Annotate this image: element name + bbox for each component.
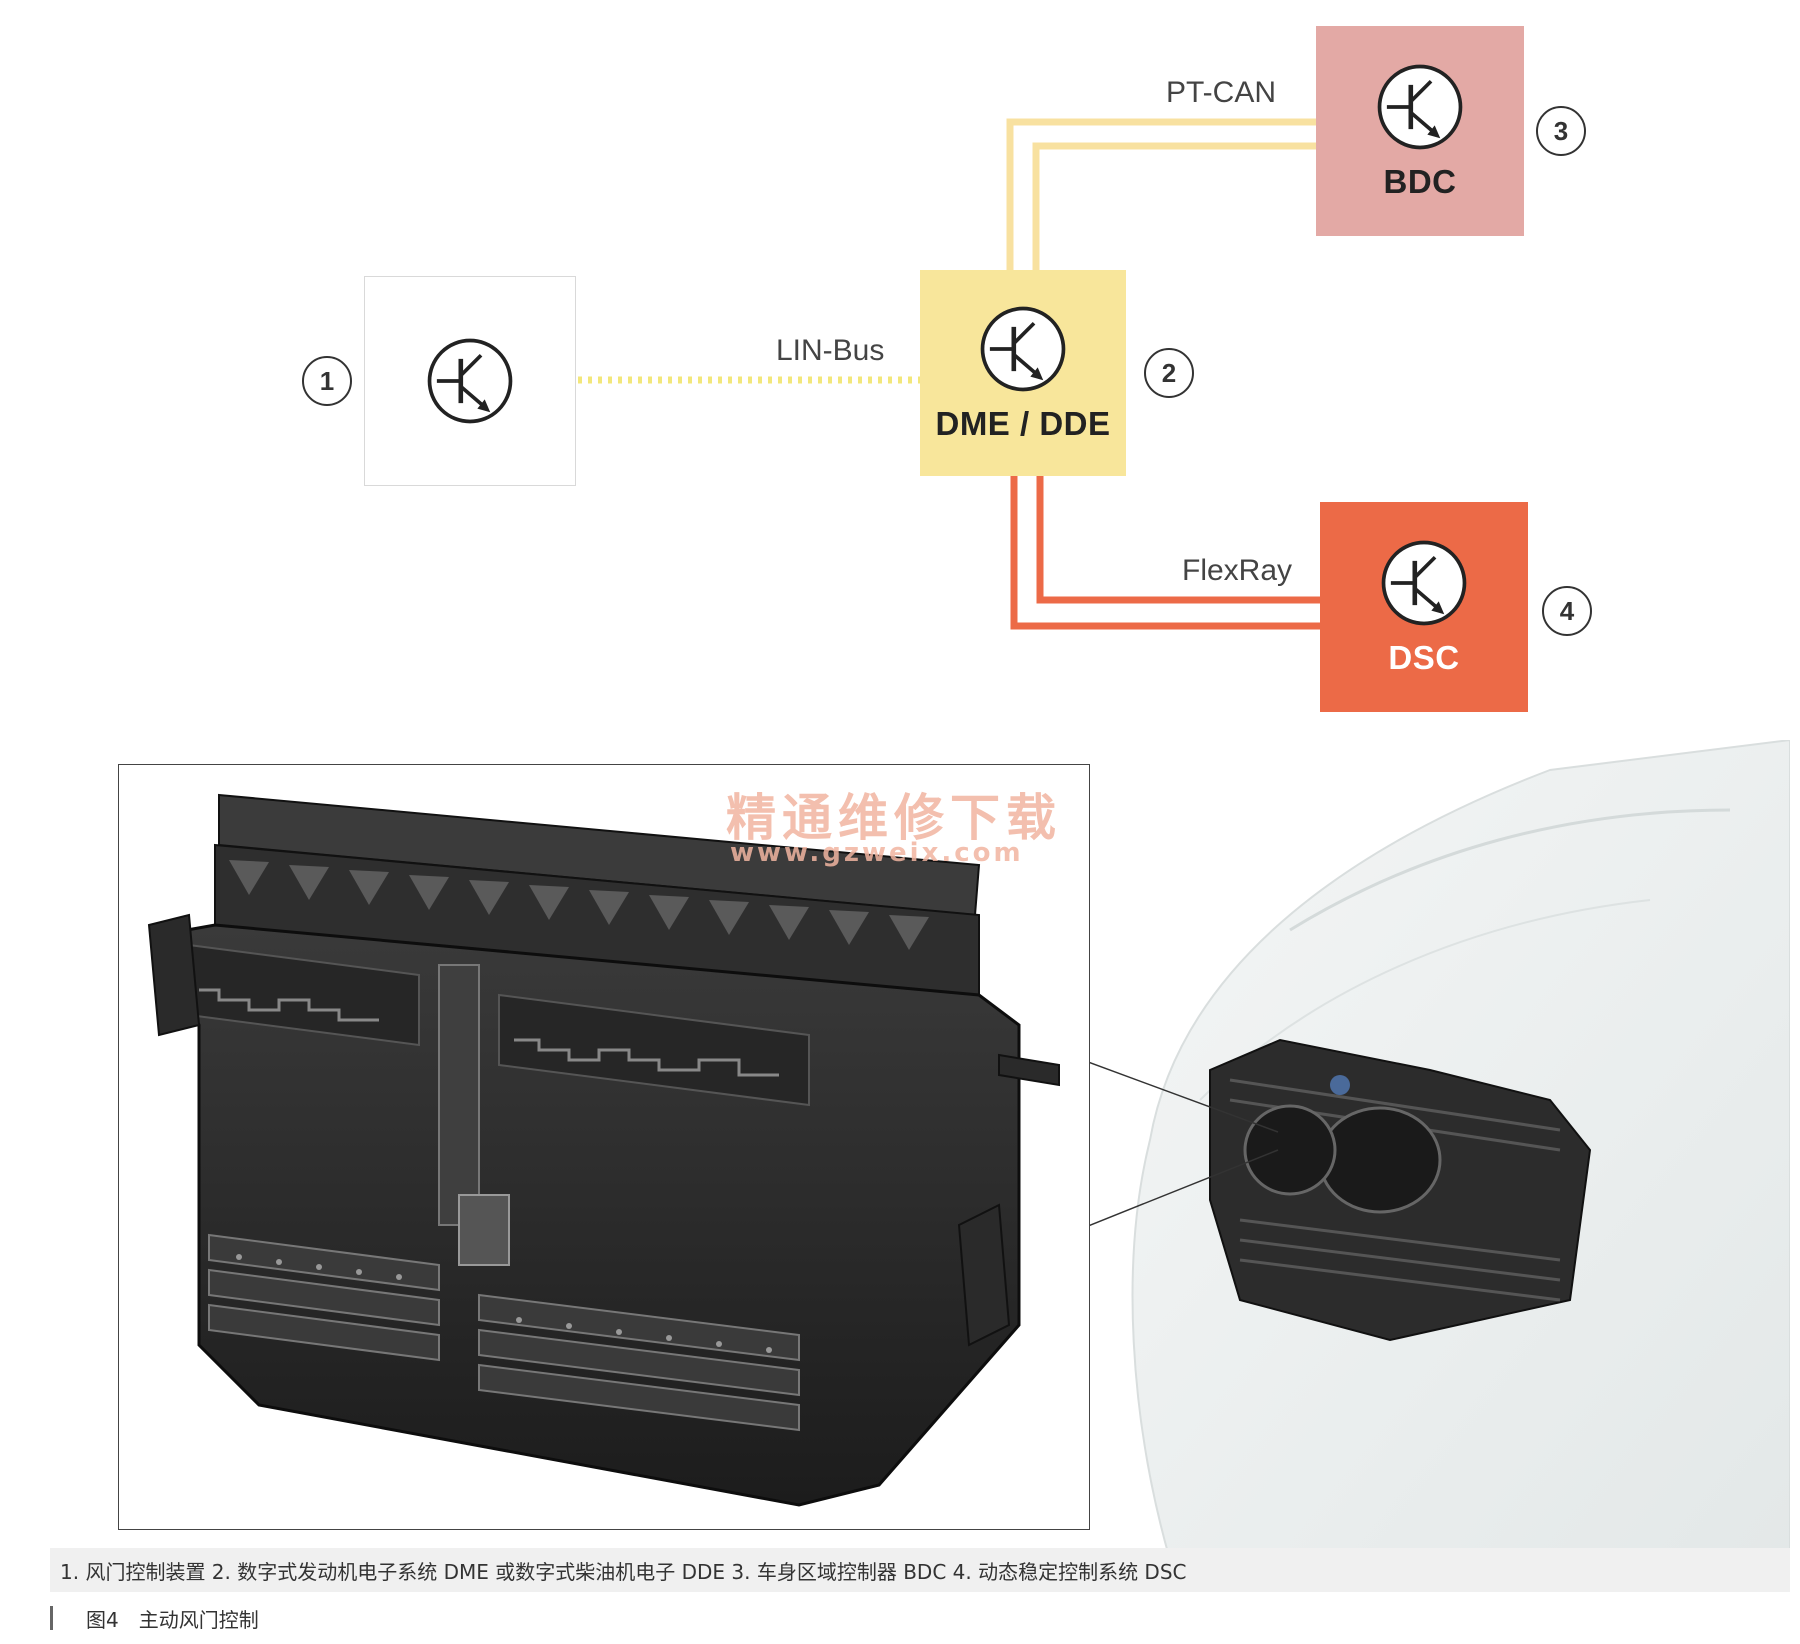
callout-3: 3 (1536, 106, 1586, 156)
lin-bus-label: LIN-Bus (776, 334, 885, 367)
pt-can-line-inner (1032, 142, 1316, 270)
flexray-line-inner (1036, 476, 1320, 604)
block-label: DME / DDE (935, 405, 1111, 442)
active-air-flap-grille (147, 793, 1060, 1507)
block-4-dsc: DSC (1320, 502, 1528, 712)
figure-caption: 图4 主动风门控制 (86, 1608, 259, 1632)
block-label: BDC (1383, 163, 1457, 200)
transistor-icon (1377, 64, 1463, 150)
car-front-illustration (1131, 740, 1790, 1560)
transistor-icon (980, 306, 1066, 392)
transistor-icon (427, 338, 513, 424)
block-3-bdc: BDC (1316, 26, 1524, 236)
callout-2: 2 (1144, 348, 1194, 398)
block-2-dme-dde: DME / DDE (920, 270, 1126, 476)
caption-background (50, 1548, 1790, 1592)
transistor-icon (1381, 540, 1467, 626)
grille-on-car (1209, 1038, 1592, 1342)
flexray-line-outer (1010, 476, 1320, 630)
block-label: DSC (1388, 639, 1460, 676)
block-1-flap-control (364, 276, 576, 486)
pt-can-label: PT-CAN (1166, 76, 1277, 109)
pt-can-line-outer (1006, 118, 1316, 270)
legend-caption: 1. 风门控制装置 2. 数字式发动机电子系统 DME 或数字式柴油机电子 DD… (60, 1560, 1187, 1584)
figure-marker (50, 1606, 53, 1630)
grille-photo-frame (118, 764, 1090, 1530)
flexray-label: FlexRay (1182, 554, 1293, 587)
watermark-url: www.gzweix.com (730, 838, 1024, 868)
zoom-connector-lines (1088, 1061, 1279, 1227)
callout-4: 4 (1542, 586, 1592, 636)
bus-lines (578, 118, 1320, 630)
callout-1: 1 (302, 356, 352, 406)
watermark-title: 精通维修下载 (726, 789, 1062, 847)
